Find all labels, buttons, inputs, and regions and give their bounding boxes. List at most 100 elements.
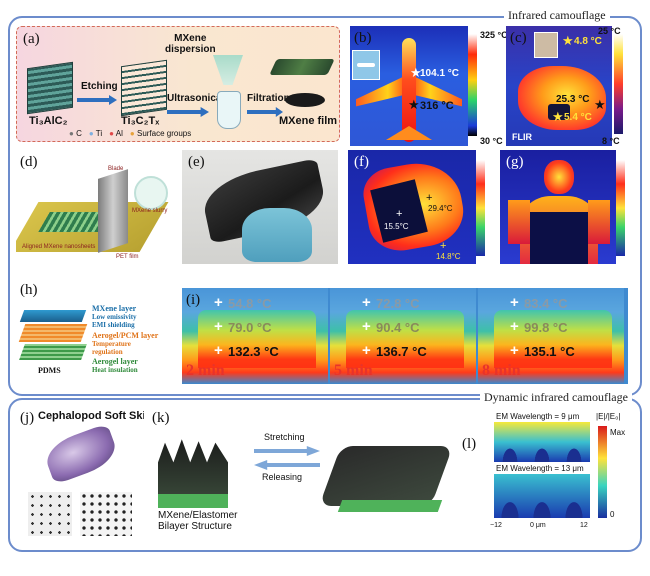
mxene-layer-block bbox=[19, 310, 87, 322]
panel-b-colorbar bbox=[468, 34, 477, 136]
structure-label: MXene/Elastomer Bilayer Structure bbox=[158, 510, 238, 532]
dynamic-infrared-camouflage-title: Dynamic infrared camouflage bbox=[480, 390, 632, 405]
panel-f-film-on-hand-thermal: (f) + 15.5°C + 29.4°C + 14.8°C bbox=[348, 150, 476, 264]
mxene-dispersion-text: MXene dispersion bbox=[165, 33, 216, 55]
filtration-flask bbox=[217, 91, 241, 129]
heated-sample-block bbox=[494, 310, 612, 368]
filtration-arrow bbox=[247, 107, 283, 117]
tick-12: 12 bbox=[580, 522, 588, 529]
temp-t2: 99.8 °C bbox=[524, 320, 568, 335]
hand-photo-inset bbox=[534, 32, 558, 58]
tick-zero: 0 μm bbox=[530, 522, 546, 529]
crosshair-t3: + bbox=[362, 342, 371, 359]
mxene-dispersion-label: MXene dispersion bbox=[165, 33, 216, 55]
etching-label: Etching bbox=[81, 81, 118, 92]
ultrasonication-label: Ultrasonication bbox=[167, 93, 240, 104]
crosshair-f3: + bbox=[440, 240, 447, 252]
gloved-hand bbox=[242, 208, 312, 262]
star-marker-hot1: ★ bbox=[410, 65, 422, 80]
legend-c: ● C bbox=[69, 129, 82, 138]
panel-h-label: (h) bbox=[20, 282, 38, 298]
temp-t3: 135.1 °C bbox=[524, 344, 575, 359]
film-cold-body bbox=[530, 212, 588, 264]
skin-pattern-1 bbox=[28, 492, 72, 536]
flat-bilayer bbox=[319, 446, 453, 506]
stretching-label: Stretching bbox=[264, 432, 305, 442]
panel-k-stretching: (k) MXene/Elastomer Bilayer Structure St… bbox=[150, 406, 458, 542]
mxene-film-label: MXene film bbox=[279, 115, 338, 127]
panel-h-layer-structure: (h) MXene layer Low emissivity EMI shiel… bbox=[16, 280, 176, 378]
infrared-camouflage-frame bbox=[8, 16, 642, 396]
temp-t3: 136.7 °C bbox=[376, 344, 427, 359]
panel-a-label: (a) bbox=[23, 31, 40, 47]
airplane-fuselage bbox=[402, 38, 416, 142]
crosshair-t3: + bbox=[510, 342, 519, 359]
temperature-label: Temperature bbox=[92, 340, 131, 348]
temp-t1: 54.8 °C bbox=[228, 296, 272, 311]
time-label: 8 min bbox=[482, 362, 521, 379]
panel-c-hand-thermal: (c) ★ 4.8 °C 25.3 °C ★ ★ 5.4 °C FLIR bbox=[506, 26, 612, 146]
temp-t1: 72.8 °C bbox=[376, 296, 420, 311]
panel-c-min: 8 °C bbox=[602, 136, 620, 146]
mxene-layer-label: MXene layer bbox=[92, 304, 137, 313]
colorbar-min: 0 bbox=[610, 510, 615, 519]
panel-c-colorbar bbox=[614, 34, 623, 134]
slurry-label: MXene slurry bbox=[132, 208, 168, 214]
low-emissivity-label: Low emissivity bbox=[92, 313, 137, 321]
mxene-film-disk bbox=[285, 93, 325, 107]
temp-f1: 15.5°C bbox=[384, 222, 409, 231]
cephalopod-title: Cephalopod Soft Skin bbox=[38, 410, 144, 422]
time-label: 2 min bbox=[186, 362, 225, 379]
aerogel-layer-label: Aerogel layer bbox=[92, 357, 138, 366]
temp-t3: 132.3 °C bbox=[228, 344, 279, 359]
blade-label: Blade bbox=[108, 166, 124, 172]
tick-minus-12: −12 bbox=[490, 522, 502, 529]
pcm-layer-block bbox=[18, 324, 88, 342]
crosshair-f2: + bbox=[426, 192, 433, 204]
mxene-film-sheet bbox=[269, 59, 335, 75]
squid-image bbox=[41, 423, 121, 485]
atom-legend: ● C ● Ti ● Al ● Surface groups bbox=[69, 129, 191, 138]
temp-c1: 4.8 °C bbox=[574, 36, 602, 47]
film-left-hand bbox=[508, 200, 530, 244]
slurry-magnifier bbox=[134, 176, 168, 210]
dynamic-infrared-camouflage-frame bbox=[8, 398, 642, 552]
panel-c-max: 25 °C bbox=[598, 26, 621, 36]
ti3c2tx-label: Ti₃C₂Tₓ bbox=[121, 115, 160, 127]
aerogel-layer-block bbox=[19, 344, 87, 360]
temp-c3: 5.4 °C bbox=[564, 112, 592, 123]
panel-d-blade-coating: (d) Blade MXene slurry Aligned MXene nan… bbox=[16, 150, 172, 264]
ultrasonication-arrow bbox=[167, 107, 209, 117]
cold-patch bbox=[548, 104, 570, 120]
filtration-funnel bbox=[213, 55, 243, 85]
wavelength-13-label: EM Wavelength = 13 μm bbox=[496, 464, 584, 473]
flir-brand: FLIR bbox=[512, 132, 532, 142]
heated-sample-block bbox=[346, 310, 464, 368]
crosshair-f1: + bbox=[396, 208, 403, 220]
legend-ti: ● Ti bbox=[88, 129, 103, 138]
infrared-camouflage-title: Infrared camouflage bbox=[504, 8, 610, 23]
skin-pattern-2 bbox=[80, 492, 132, 536]
wrinkled-bilayer bbox=[158, 439, 228, 502]
panel-g-colorbar bbox=[616, 160, 625, 256]
legend-surface-groups: ● Surface groups bbox=[129, 129, 192, 138]
panel-g-person-thermal: (g) bbox=[500, 150, 616, 264]
panel-f-label: (f) bbox=[354, 154, 369, 170]
panel-b-min: 30 °C bbox=[480, 136, 503, 146]
panel-l-field-maps: (l) EM Wavelength = 9 μm EM Wavelength =… bbox=[460, 410, 632, 542]
panel-b-airplane-thermal: (b) ★ 104.1 °C ★ 316 °C bbox=[350, 26, 468, 146]
field-map-13um bbox=[494, 474, 590, 518]
ti3alc2-label: Ti₃AlC₂ bbox=[29, 115, 68, 127]
crosshair-t2: + bbox=[214, 318, 223, 335]
temp-f3: 14.8°C bbox=[436, 252, 461, 261]
flat-base bbox=[337, 500, 443, 512]
crosshair-t2: + bbox=[510, 318, 519, 335]
heat-insulation-label: Heat insulation bbox=[92, 366, 138, 374]
legend-al: ● Al bbox=[109, 129, 123, 138]
blade bbox=[98, 169, 128, 253]
temp-t1: 83.4 °C bbox=[524, 296, 568, 311]
panel-k-label: (k) bbox=[152, 410, 170, 426]
